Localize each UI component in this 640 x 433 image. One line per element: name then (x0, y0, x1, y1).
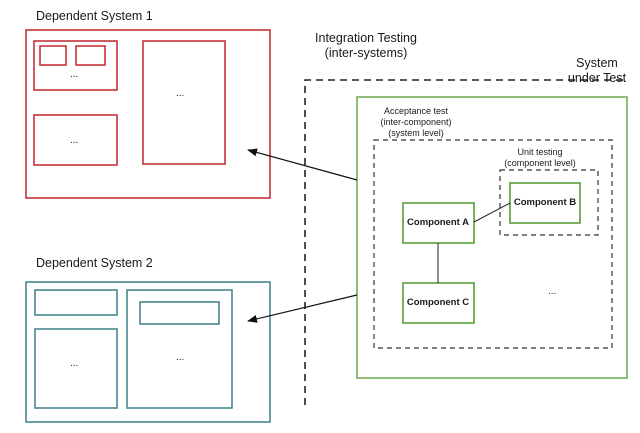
component-c-box (402, 282, 475, 324)
component-a-box (402, 202, 475, 244)
system-under-test-label: System under Test (568, 56, 626, 86)
ds1-subbox-1 (39, 45, 67, 66)
system-under-test-line1: System (576, 56, 618, 70)
acceptance-test-frame (356, 96, 628, 379)
ds2-ellipsis-bottom-left: ... (70, 358, 79, 369)
ds2-ellipsis-right: ... (176, 352, 185, 363)
component-b-box (509, 182, 581, 224)
integration-testing-label: Integration Testing (inter-systems) (315, 31, 417, 61)
ds2-panel-bottom-left (34, 328, 118, 409)
ds1-panel-right (142, 40, 226, 165)
unit-testing-line1: Unit testing (517, 147, 563, 157)
acceptance-test-line1: Acceptance test (383, 106, 449, 116)
system-under-test-boundary (304, 79, 627, 405)
acceptance-test-line2: (inter-component) (380, 117, 452, 127)
unit-testing-line2: (component level) (504, 158, 576, 168)
acceptance-test-region (373, 139, 613, 349)
ds2-panel-top-left (34, 289, 118, 316)
dependent-system-1-frame (25, 29, 271, 199)
component-b-label: Component B (513, 197, 577, 208)
dependent-system-2-frame (25, 281, 271, 423)
dependent-system-1-title: Dependent System 1 (36, 9, 153, 23)
arrow-to-dependent-system-2 (247, 294, 358, 323)
ds2-subbox (139, 301, 220, 325)
ds1-panel-top-left (33, 40, 118, 91)
ds1-subbox-2 (75, 45, 106, 66)
component-a-label: Component A (407, 217, 469, 228)
ds1-ellipsis-bottom-left: ... (70, 135, 79, 146)
ds1-ellipsis-top-left: ... (70, 69, 79, 80)
integration-testing-line2: (inter-systems) (324, 46, 408, 60)
unit-testing-region (499, 169, 599, 236)
ds1-panel-bottom-left (33, 114, 118, 166)
acceptance-test-label: Acceptance test (inter-component) (syste… (380, 106, 451, 139)
acceptance-test-line3: (system level) (388, 128, 444, 138)
ds2-panel-right (126, 289, 233, 409)
dependent-system-2-title: Dependent System 2 (36, 256, 153, 270)
connector-a-b (473, 202, 511, 223)
component-c-label: Component C (406, 297, 470, 308)
acceptance-ellipsis: ... (548, 286, 557, 297)
ds1-ellipsis-right: ... (176, 88, 185, 99)
arrow-to-dependent-system-1 (247, 148, 358, 181)
system-under-test-line2: under Test (567, 71, 627, 85)
unit-testing-label: Unit testing (component level) (504, 147, 576, 169)
integration-testing-line1: Integration Testing (315, 31, 417, 45)
